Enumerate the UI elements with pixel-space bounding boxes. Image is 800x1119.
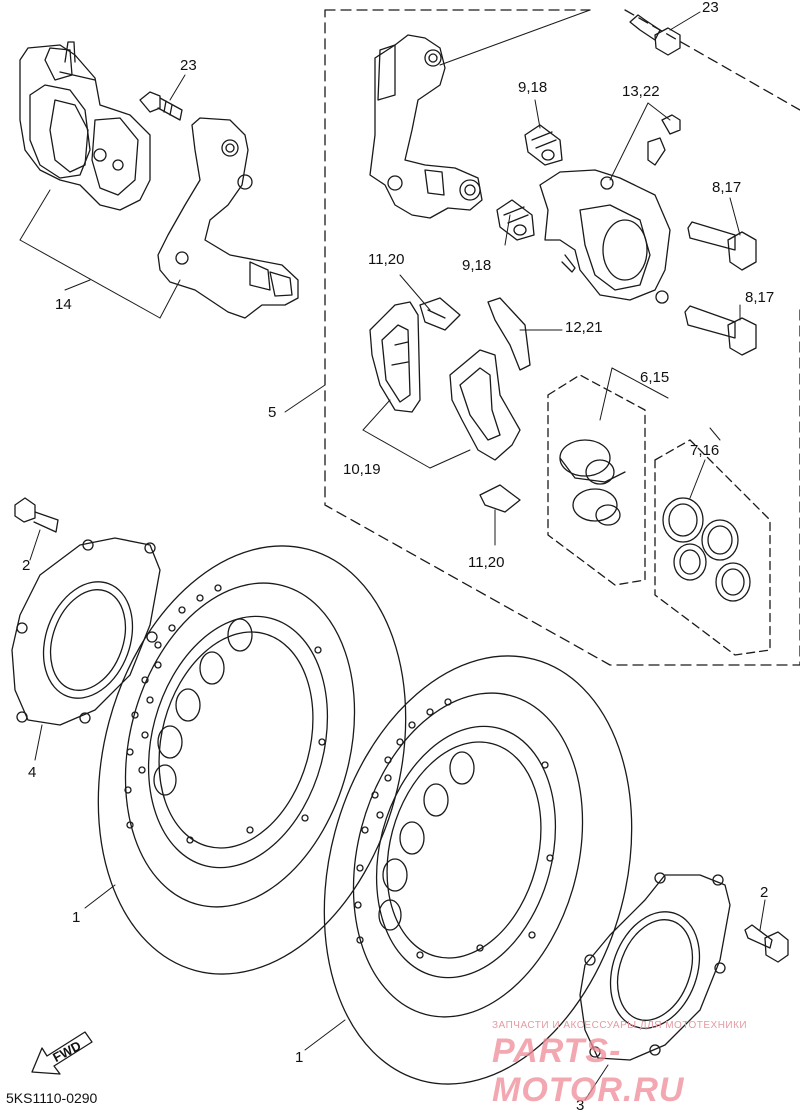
callout-12-21: 12,21 [565,319,603,336]
pad-spring-top [419,297,461,331]
pin-9-18-top [524,124,563,166]
brake-disc-left [97,545,407,975]
shim-12-21 [487,297,531,371]
callout-1-bottom: 1 [295,1049,304,1066]
seal-group-outline [654,439,771,656]
callout-9-18-mid: 9,18 [462,257,492,274]
bleeder-13-22 [647,114,681,166]
bracket-right [369,34,483,219]
callout-10-19: 10,19 [343,461,381,478]
brake-pad-outer [369,301,421,413]
slide-pin-8-17-top [687,221,757,271]
fwd-arrow [31,1031,93,1075]
bolt-23-left [139,91,183,121]
bolt-23-right [629,14,681,56]
callout-1-left: 1 [72,909,81,926]
callout-6-15: 6,15 [640,369,670,386]
callout-7-16: 7,16 [690,442,720,459]
plate-4-left [11,537,161,726]
pin-9-18-mid [496,199,535,241]
bracket-left [157,117,299,319]
callout-11-20-top: 11,20 [368,251,405,268]
seals [662,497,751,602]
callout-2-left: 2 [22,557,31,574]
watermark-tagline: ЗАПЧАСТИ И АКСЕССУАРЫ ДЛЯ МОТОТЕХНИКИ [492,1020,748,1031]
callout-5: 5 [268,404,277,421]
callout-3: 3 [576,1097,585,1114]
callout-4: 4 [28,764,37,781]
piston-group-outline [547,374,646,586]
callout-23-left: 23 [180,57,197,74]
watermark-brand: PARTS-MOTOR.RU [492,1032,685,1109]
callout-9-18-top: 9,18 [518,79,548,96]
callout-8-17-bot: 8,17 [745,289,775,306]
pad-spring-bot [479,484,521,513]
callout-11-20-bot: 11,20 [468,554,505,571]
callout-13-22: 13,22 [622,83,660,100]
callout-8-17-top: 8,17 [712,179,742,196]
pistons [559,439,626,526]
brake-disc-right [323,655,633,1085]
brake-pad-inner [449,349,521,461]
leader-lines [19,9,766,1101]
plate-3-right [579,872,731,1061]
callout-23-top: 23 [702,0,719,16]
caliper-right [539,169,671,304]
slide-pin-8-17-bot [684,305,757,356]
callout-14: 14 [55,296,72,313]
callout-2-right: 2 [760,884,769,901]
bolt-2-right [744,924,789,963]
bolt-2-left [14,497,59,533]
diagram-code: 5KS1110-0290 [6,1090,98,1106]
caliper-left [19,41,151,211]
